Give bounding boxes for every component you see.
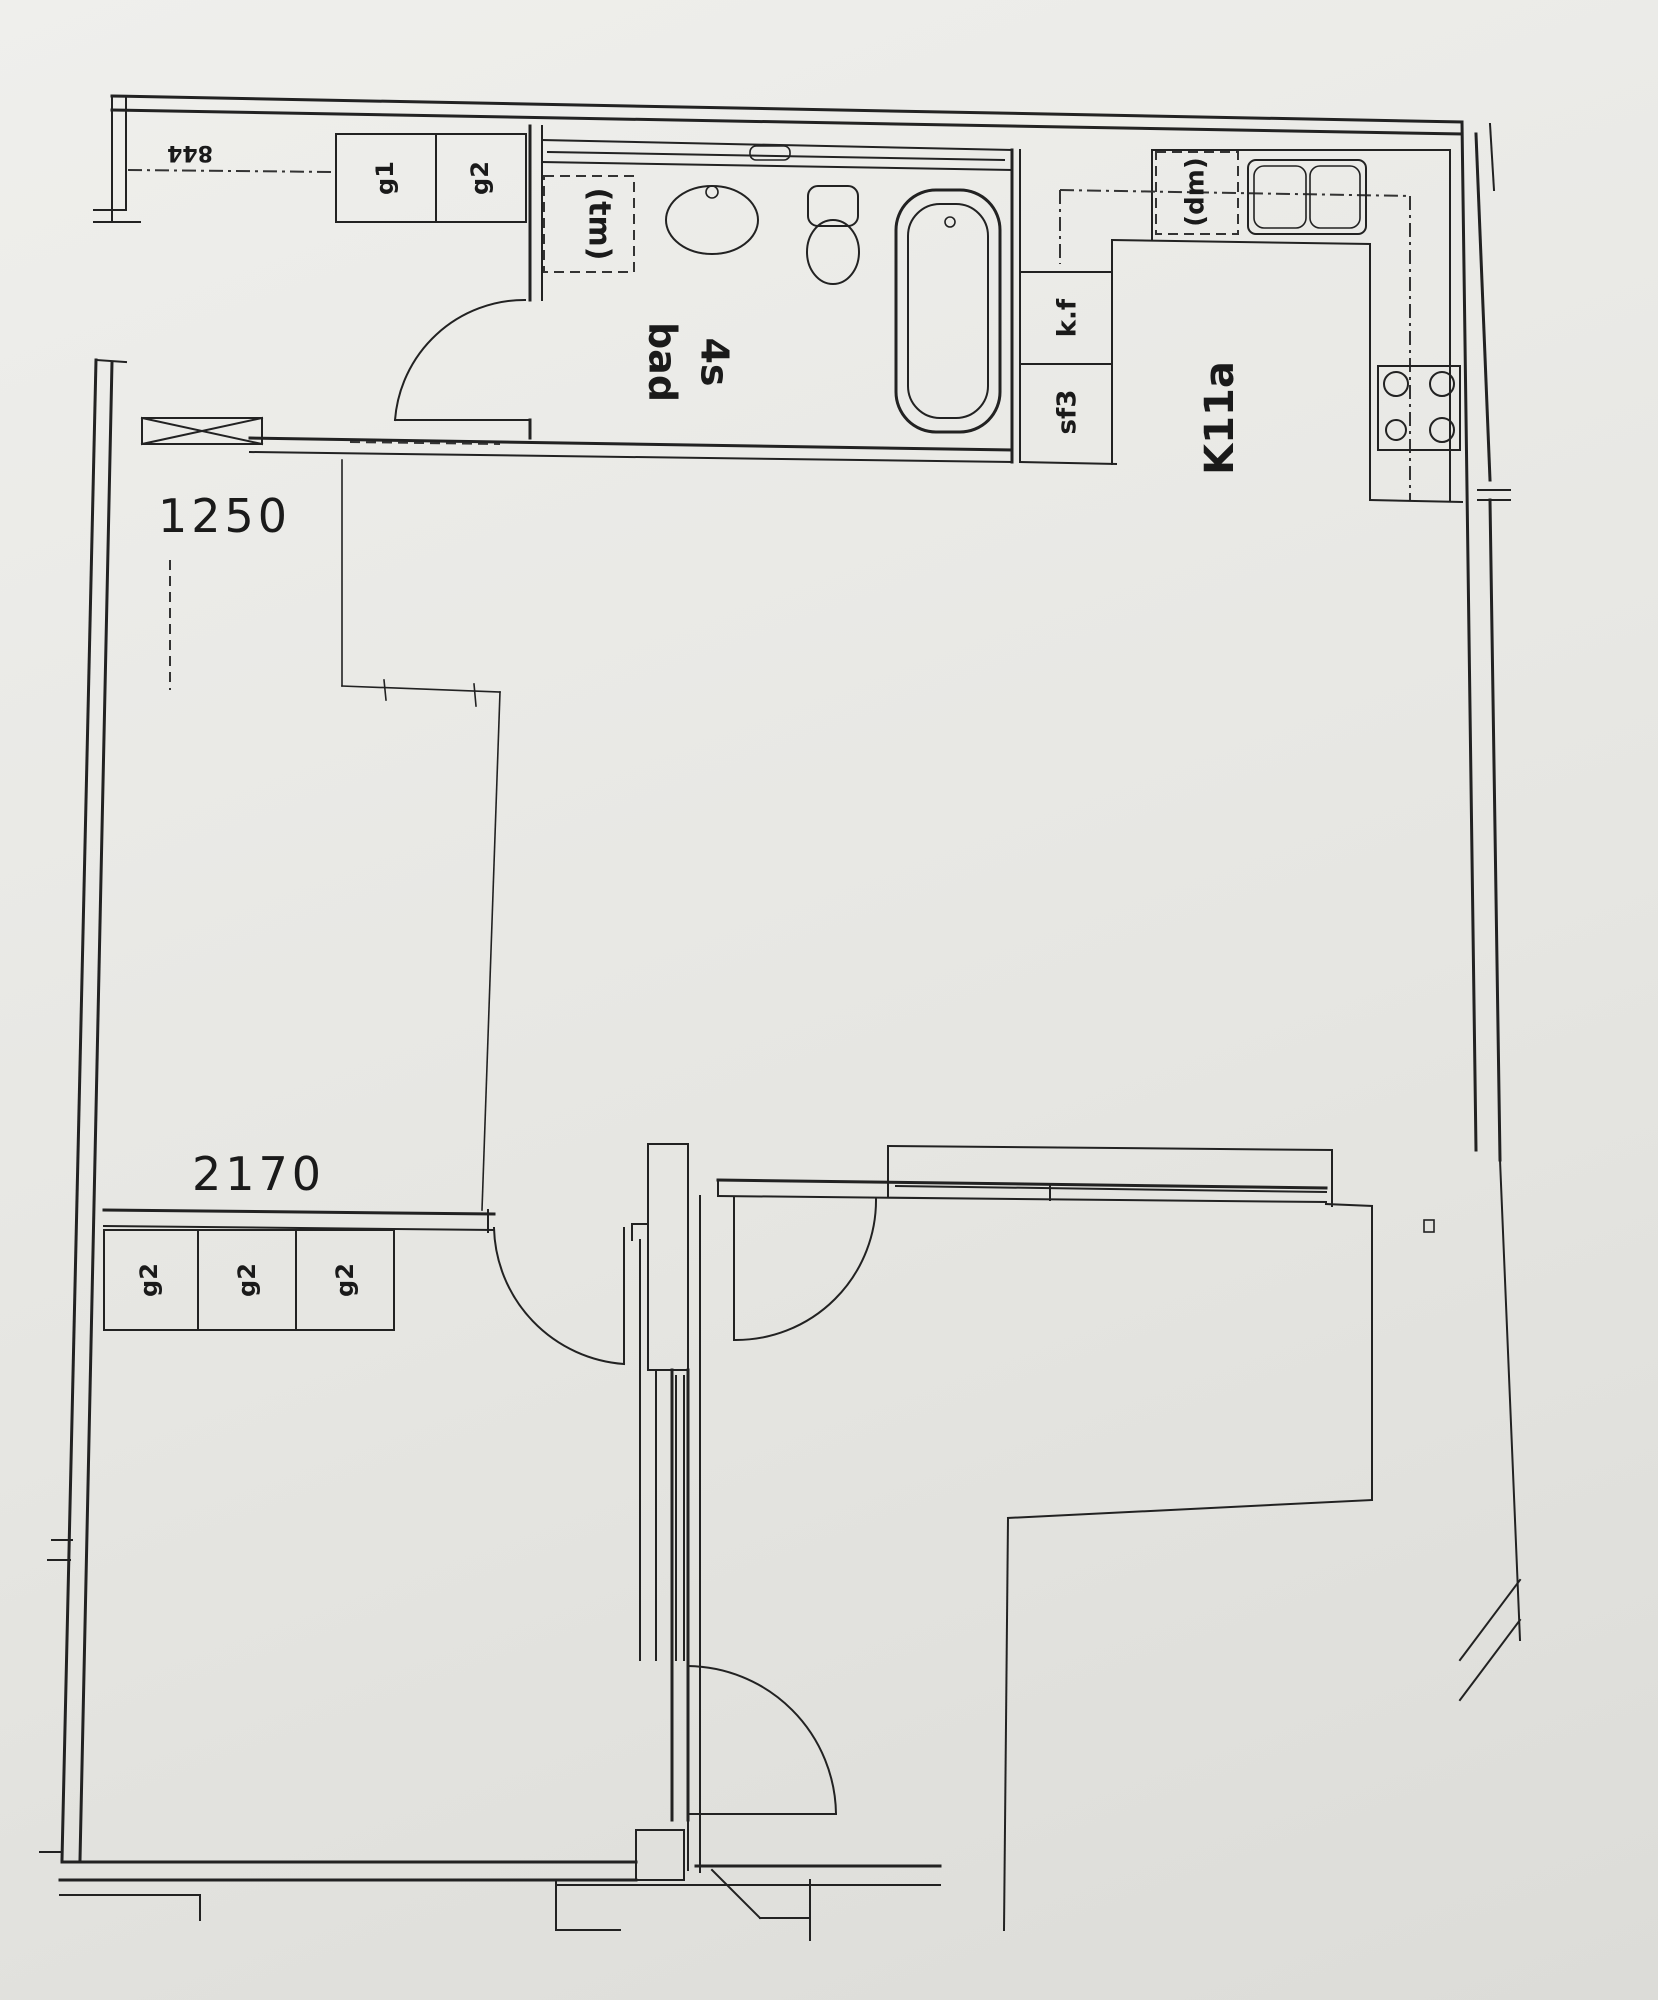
bathroom-window [546, 145, 1006, 162]
cabinet-label-kf: k.f [1053, 298, 1083, 337]
dimension-2170: 2170 [192, 1147, 325, 1201]
top-exterior-wall [93, 94, 1464, 223]
room-label-bad: bad [641, 322, 685, 402]
top-left-cabinets [127, 133, 527, 223]
bathtub-icon [894, 188, 1002, 434]
central-column [631, 1143, 690, 1881]
cabinet-label-g2-c: g2 [331, 1263, 359, 1297]
lower-right-door [732, 1196, 878, 1342]
stove-icon [1377, 365, 1461, 451]
washbasin-icon [665, 185, 759, 255]
bathroom-walls [140, 124, 1014, 464]
toilet-icon [806, 185, 860, 285]
hall-lower-door [686, 1664, 838, 1816]
cabinet-label-sf3: sf3 [1053, 390, 1083, 435]
interior-partition-lines [169, 459, 501, 1211]
sink-icon [1247, 159, 1367, 235]
fixture-dm-label: (dm) [1181, 157, 1211, 226]
left-exterior-wall [39, 358, 128, 1862]
cabinet-label-844: 844 [167, 140, 213, 165]
cabinet-label-g1: g1 [371, 161, 399, 195]
room-label-k11a: K11a [1197, 361, 1243, 475]
lower-right-room-walls [699, 1144, 1435, 1932]
washing-machine-space [543, 175, 635, 273]
bottom-exterior-wall [58, 1860, 942, 1941]
cabinet-label-g2-b: g2 [233, 1263, 261, 1297]
fixture-tm-label: (tm) [582, 187, 617, 260]
lower-left-room-walls [102, 1208, 496, 1331]
room-label-4s: 4s [693, 337, 737, 386]
bedroom-door [492, 1226, 626, 1366]
bathroom-door [393, 298, 531, 422]
dishwasher-space [1155, 151, 1239, 235]
cabinet-label-g2-top: g2 [466, 161, 494, 195]
cabinet-label-g2-a: g2 [135, 1263, 163, 1297]
dimension-1250: 1250 [158, 489, 291, 543]
right-exterior-wall [1458, 120, 1522, 1702]
